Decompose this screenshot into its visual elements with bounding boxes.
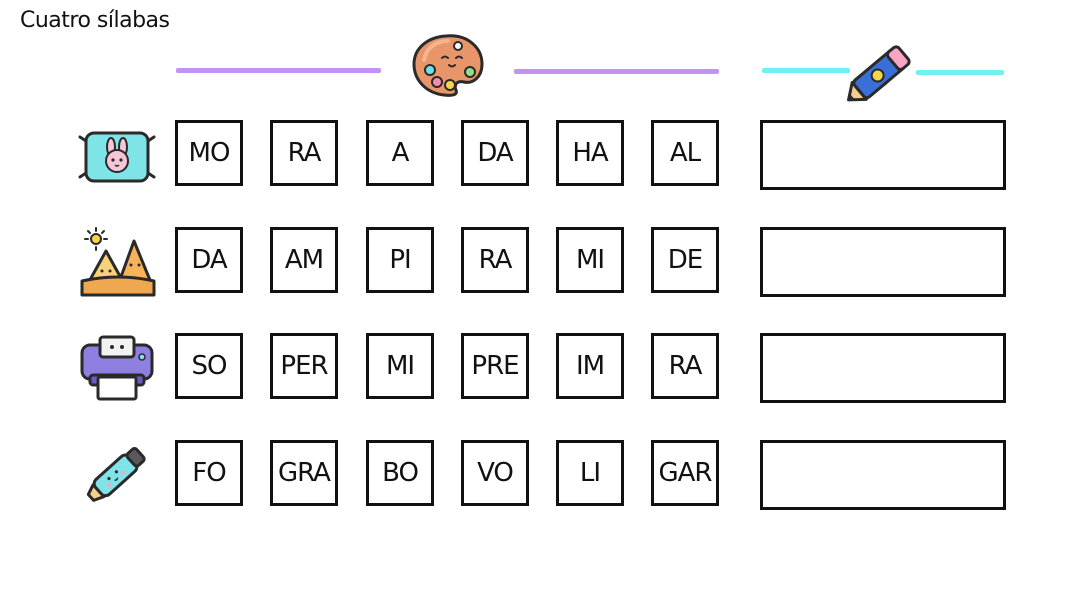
answer-box-row-2[interactable]: [760, 227, 1006, 297]
syllable-box: PI: [366, 227, 434, 293]
syllable-box: FO: [175, 440, 243, 506]
syllable-box: DE: [651, 227, 719, 293]
syllable-box: RA: [461, 227, 529, 293]
syllable-box: RA: [270, 120, 338, 186]
syllable-box: VO: [461, 440, 529, 506]
highlighter-icon: [86, 447, 146, 502]
syllable-box: MI: [556, 227, 624, 293]
syllable-box: AL: [651, 120, 719, 186]
answer-box-row-1[interactable]: [760, 120, 1006, 190]
paint-palette-icon: [412, 34, 484, 97]
answer-box-row-3[interactable]: [760, 333, 1006, 403]
syllable-box: LI: [556, 440, 624, 506]
syllable-box: DA: [461, 120, 529, 186]
syllable-box: A: [366, 120, 434, 186]
syllable-box: AM: [270, 227, 338, 293]
printer-icon: [80, 335, 154, 401]
syllable-box: MO: [175, 120, 243, 186]
syllable-box: PRE: [461, 333, 529, 399]
header-line-right-b: [916, 70, 1004, 75]
header-line-middle: [514, 69, 719, 74]
syllable-box: GAR: [651, 440, 719, 506]
syllable-box: MI: [366, 333, 434, 399]
syllable-box: PER: [270, 333, 338, 399]
worksheet-title: Cuatro sílabas: [20, 8, 170, 33]
pencil-icon: [847, 45, 911, 102]
syllable-box: BO: [366, 440, 434, 506]
pyramids-icon: [80, 227, 156, 297]
syllable-box: HA: [556, 120, 624, 186]
syllable-box: IM: [556, 333, 624, 399]
syllable-box: DA: [175, 227, 243, 293]
syllable-box: GRA: [270, 440, 338, 506]
pillow-icon: [78, 131, 156, 183]
syllable-box: RA: [651, 333, 719, 399]
answer-box-row-4[interactable]: [760, 440, 1006, 510]
header-line-right-a: [762, 68, 850, 73]
syllable-box: SO: [175, 333, 243, 399]
header-line-left: [176, 68, 381, 73]
